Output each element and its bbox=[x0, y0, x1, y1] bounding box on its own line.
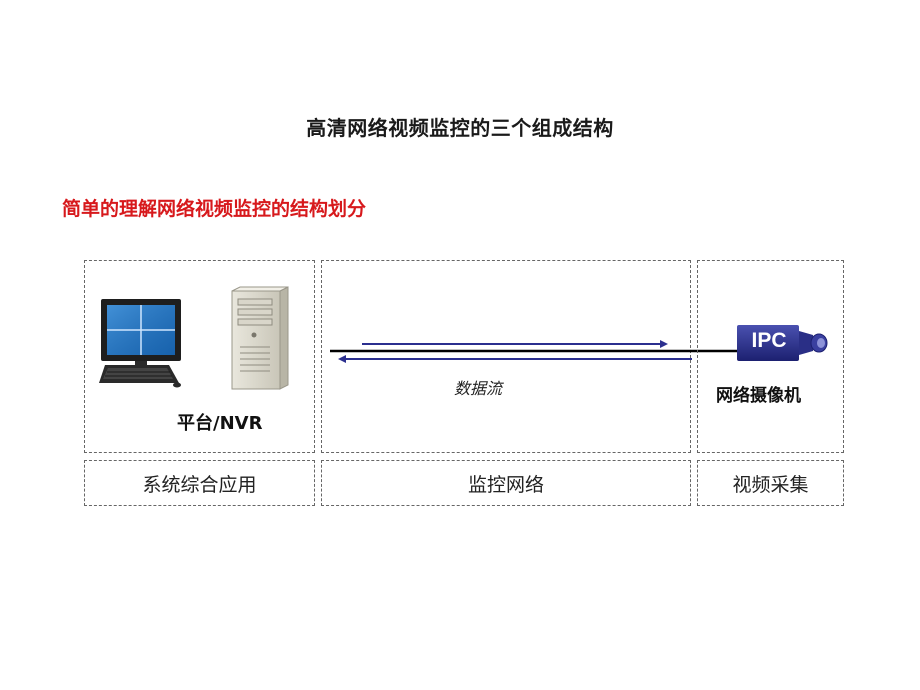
platform-caption: 系统综合应用 bbox=[84, 460, 315, 506]
data-flow-lines bbox=[330, 340, 740, 363]
keyboard-icon bbox=[99, 365, 181, 388]
ipc-badge: IPC bbox=[751, 329, 787, 352]
capture-section: IPC 网络摄像机 bbox=[697, 260, 844, 453]
page-title: 高清网络视频监控的三个组成结构 bbox=[306, 116, 614, 140]
platform-device-label: 平台/NVR bbox=[177, 413, 263, 434]
network-section: 数据流 bbox=[321, 260, 740, 453]
section-subtitle: 简单的理解网络视频监控的结构划分 bbox=[62, 198, 367, 220]
ipc-camera-icon: IPC bbox=[735, 323, 830, 363]
capture-caption: 视频采集 bbox=[697, 460, 844, 506]
platform-section: 平台/NVR bbox=[84, 260, 315, 453]
data-flow-label: 数据流 bbox=[454, 379, 503, 398]
capture-device-label: 网络摄像机 bbox=[716, 386, 801, 406]
server-tower-icon bbox=[231, 286, 289, 390]
network-caption: 监控网络 bbox=[321, 460, 691, 506]
